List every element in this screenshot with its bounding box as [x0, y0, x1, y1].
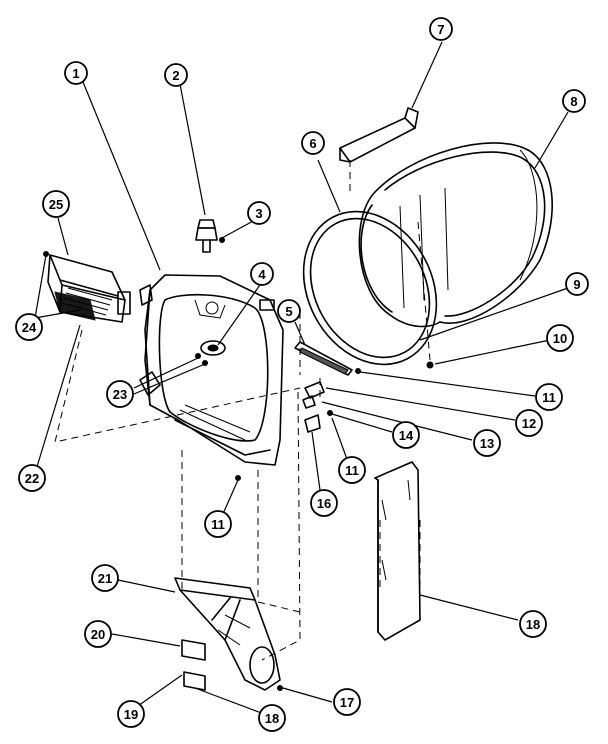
callout-11-b-label: 11 [345, 463, 359, 478]
callout-17-label: 17 [340, 695, 354, 710]
lint-filter-assembly [43, 251, 131, 323]
callout-21-label: 21 [98, 571, 112, 586]
callout-22-label: 22 [25, 471, 39, 486]
callout-11-a: 11 [535, 383, 563, 411]
callout-5-label: 5 [285, 304, 292, 319]
callout-18-a: 18 [519, 610, 547, 638]
callout-10: 10 [546, 324, 574, 352]
callout-11-b: 11 [338, 456, 366, 484]
callout-25: 25 [42, 190, 70, 218]
rear-bearing [195, 340, 226, 366]
callout-12: 12 [515, 409, 543, 437]
small-hardware [235, 368, 361, 481]
callout-13-label: 13 [480, 436, 494, 451]
callout-2-label: 2 [172, 68, 179, 83]
callout-18-a-label: 18 [526, 617, 540, 632]
side-panel [374, 461, 421, 641]
callout-19-label: 19 [124, 707, 138, 722]
callout-24: 24 [15, 313, 43, 341]
callout-18-b-label: 18 [265, 711, 279, 726]
callout-4-label: 4 [258, 267, 266, 282]
callout-9: 9 [565, 272, 589, 296]
callout-22: 22 [18, 464, 46, 492]
callout-12-label: 12 [522, 416, 536, 431]
callout-18-b: 18 [258, 704, 286, 732]
callout-8-label: 8 [570, 94, 577, 109]
callout-24-label: 24 [22, 320, 37, 335]
callout-4: 4 [250, 262, 274, 286]
callout-20-label: 20 [91, 627, 105, 642]
callout-14-label: 14 [399, 428, 414, 443]
callout-7-label: 7 [437, 22, 444, 37]
callout-23: 23 [106, 380, 134, 408]
callout-21: 21 [91, 564, 119, 592]
screw-10 [426, 361, 434, 369]
callout-11-c-label: 11 [211, 517, 225, 532]
drum-seal [302, 210, 438, 366]
callout-9-label: 9 [573, 277, 580, 292]
drum-baffle [339, 107, 419, 163]
callout-19: 19 [117, 700, 145, 728]
callout-3-label: 3 [255, 206, 262, 221]
felt-seal-5 [294, 341, 353, 376]
callout-11-c: 11 [204, 510, 232, 538]
callout-16-label: 16 [317, 496, 331, 511]
callout-1-label: 1 [72, 66, 79, 81]
callout-7: 7 [429, 17, 453, 41]
callout-25-label: 25 [49, 197, 63, 212]
callout-17: 17 [333, 688, 361, 716]
air-duct [174, 577, 281, 691]
callout-11-a-label: 11 [542, 390, 556, 405]
callout-6: 6 [301, 131, 325, 155]
screw-3 [219, 237, 225, 243]
callout-16: 16 [310, 489, 338, 517]
callout-8: 8 [562, 89, 586, 113]
front-bulkhead [139, 274, 284, 466]
callout-10-label: 10 [553, 331, 567, 346]
leader-lines [34, 41, 569, 715]
callout-23-label: 23 [113, 387, 127, 402]
duct-seals [181, 639, 283, 691]
drum [358, 142, 553, 328]
thermostat [195, 219, 218, 253]
callout-3: 3 [247, 201, 271, 225]
callout-2: 2 [164, 63, 188, 87]
callout-6-label: 6 [309, 136, 316, 151]
callout-5: 5 [277, 299, 301, 323]
callout-1: 1 [64, 61, 88, 85]
callout-14: 14 [392, 421, 420, 449]
callout-20: 20 [84, 620, 112, 648]
callout-13: 13 [473, 429, 501, 457]
